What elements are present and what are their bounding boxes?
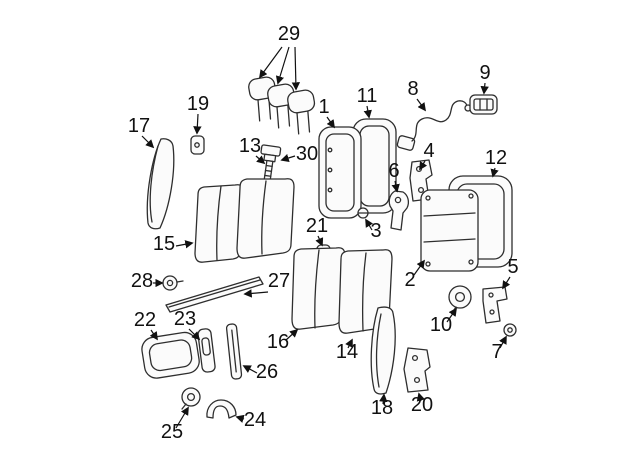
part-label-26: 26 xyxy=(256,361,278,383)
part-label-6: 6 xyxy=(388,160,399,182)
part-label-16: 16 xyxy=(267,331,289,353)
part-seatback-left-pair xyxy=(194,178,295,263)
part-frame-2 xyxy=(420,189,479,272)
part-clip-28 xyxy=(162,275,184,291)
leader-lines xyxy=(141,46,511,429)
part-strap-23 xyxy=(197,328,216,373)
part-module-9 xyxy=(469,94,498,115)
part-grommet-10 xyxy=(448,285,472,314)
part-label-22: 22 xyxy=(134,309,156,331)
part-label-7: 7 xyxy=(491,341,502,363)
part-label-2: 2 xyxy=(404,269,415,291)
part-label-13: 13 xyxy=(239,135,261,157)
part-label-5: 5 xyxy=(507,256,518,278)
part-labels: 1 2 3 4 5 6 7 8 9 10 11 12 13 14 15 16 1… xyxy=(128,23,519,443)
part-label-21: 21 xyxy=(306,215,328,237)
part-label-9: 9 xyxy=(479,62,490,84)
part-latch-6 xyxy=(388,190,410,231)
part-clip-19 xyxy=(190,135,205,155)
part-trim-strip-27 xyxy=(165,276,264,313)
part-label-11: 11 xyxy=(357,85,378,107)
part-side-bolster-left xyxy=(146,138,175,230)
part-label-30: 30 xyxy=(296,143,318,165)
part-label-23: 23 xyxy=(174,308,196,330)
part-label-25: 25 xyxy=(161,421,183,443)
part-armrest-22 xyxy=(141,331,200,379)
part-label-14: 14 xyxy=(336,341,358,363)
part-side-bolster-right xyxy=(370,306,396,395)
part-handle-24 xyxy=(206,399,237,419)
part-label-3: 3 xyxy=(370,220,381,242)
part-label-12: 12 xyxy=(485,147,507,169)
headrest-group xyxy=(248,76,316,135)
part-label-20: 20 xyxy=(411,394,433,416)
part-label-1: 1 xyxy=(318,96,329,118)
part-bracket-20 xyxy=(403,347,431,393)
part-label-4: 4 xyxy=(423,140,434,162)
part-grommet-25 xyxy=(181,387,201,410)
part-label-15: 15 xyxy=(153,233,175,255)
part-screw-3 xyxy=(357,207,369,219)
part-label-29: 29 xyxy=(278,23,300,45)
part-strip-26 xyxy=(225,323,243,380)
part-label-27: 27 xyxy=(268,270,290,292)
part-label-24: 24 xyxy=(244,409,266,431)
part-label-19: 19 xyxy=(187,93,209,115)
part-frame-1 xyxy=(318,126,362,219)
part-bolt-13-30 xyxy=(260,144,282,181)
part-label-28: 28 xyxy=(131,270,153,292)
part-label-17: 17 xyxy=(128,115,150,137)
part-label-8: 8 xyxy=(407,78,418,100)
part-bracket-5 xyxy=(482,286,508,324)
part-bolt-7 xyxy=(503,323,517,337)
part-label-18: 18 xyxy=(371,397,393,419)
parts-layer xyxy=(141,76,517,419)
part-label-10: 10 xyxy=(430,314,452,336)
